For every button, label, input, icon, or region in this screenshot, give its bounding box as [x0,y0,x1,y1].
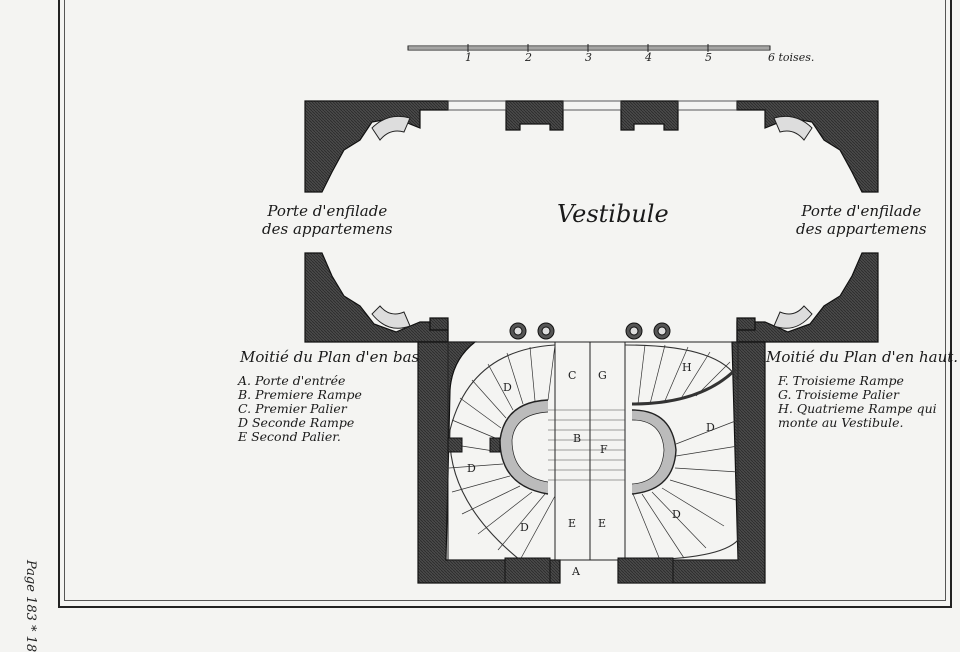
zone-label-h: H [682,361,692,374]
zone-label-f: F [600,443,608,456]
legend-item: D Seconde Rampe [238,415,355,430]
legend-item: A. Porte d'entrée [238,373,346,388]
zone-label-e: E [598,517,607,530]
zone-label-d: D [706,421,715,434]
door-label-left: Porte d'enfilade des appartemens [262,202,393,238]
legend-heading-lower-plan: Moitié du Plan d'en bas [240,348,420,366]
page-reference: Page 183 * 18 [23,560,38,652]
plate-border [58,0,952,608]
vestibule-walls [304,100,879,343]
upper-windows [447,100,738,111]
legend-item: E Second Palier. [238,429,341,444]
scale-tick-4: 4 [645,51,652,64]
zone-label-d: D [503,381,512,394]
door-left-line-2: des appartemens [262,220,393,238]
staircase-plan-drawing [304,44,879,584]
door-right-line-2: des appartemens [796,220,927,238]
entry-piers [447,437,674,584]
center-flight-steps [548,409,625,481]
zone-label-a: A [572,565,580,578]
room-title: Vestibule [557,200,669,228]
zone-label-c: C [568,369,577,382]
legend-upper-plan: F. Troisieme Rampe G. Troisieme Palier H… [778,374,937,430]
zone-label-d: D [467,462,476,475]
zone-label-d: D [672,508,681,521]
door-left-line-1: Porte d'enfilade [267,202,388,220]
door-label-right: Porte d'enfilade des appartemens [796,202,927,238]
legend-item: G. Troisieme Palier [778,387,900,402]
legend-item: F. Troisieme Rampe [778,373,904,388]
zone-label-b: B [573,432,582,445]
scale-tick-5: 5 [705,51,712,64]
plate-border-inner [64,0,946,601]
legend-item: C. Premier Palier [238,401,347,416]
scale-tick-2: 2 [525,51,532,64]
legend-item: B. Premiere Rampe [238,387,362,402]
legend-heading-upper-plan: Moitié du Plan d'en haut. [766,348,959,366]
left-spiral-steps [448,344,556,561]
legend-lower-plan: A. Porte d'entrée B. Premiere Rampe C. P… [238,374,362,444]
zone-label-d: D [520,521,529,534]
door-right-line-1: Porte d'enfilade [801,202,922,220]
legend-item: H. Quatrieme Rampe qui [778,401,937,416]
scale-bar [407,44,771,52]
scale-end-label: 6 toises. [768,51,815,64]
right-spiral-steps [624,344,739,561]
scale-tick-3: 3 [585,51,592,64]
scale-tick-1: 1 [465,51,472,64]
zone-label-g: G [598,369,607,382]
legend-item: monte au Vestibule. [778,415,904,430]
niches [371,115,813,329]
zone-label-e: E [568,517,577,530]
columns [509,322,671,340]
